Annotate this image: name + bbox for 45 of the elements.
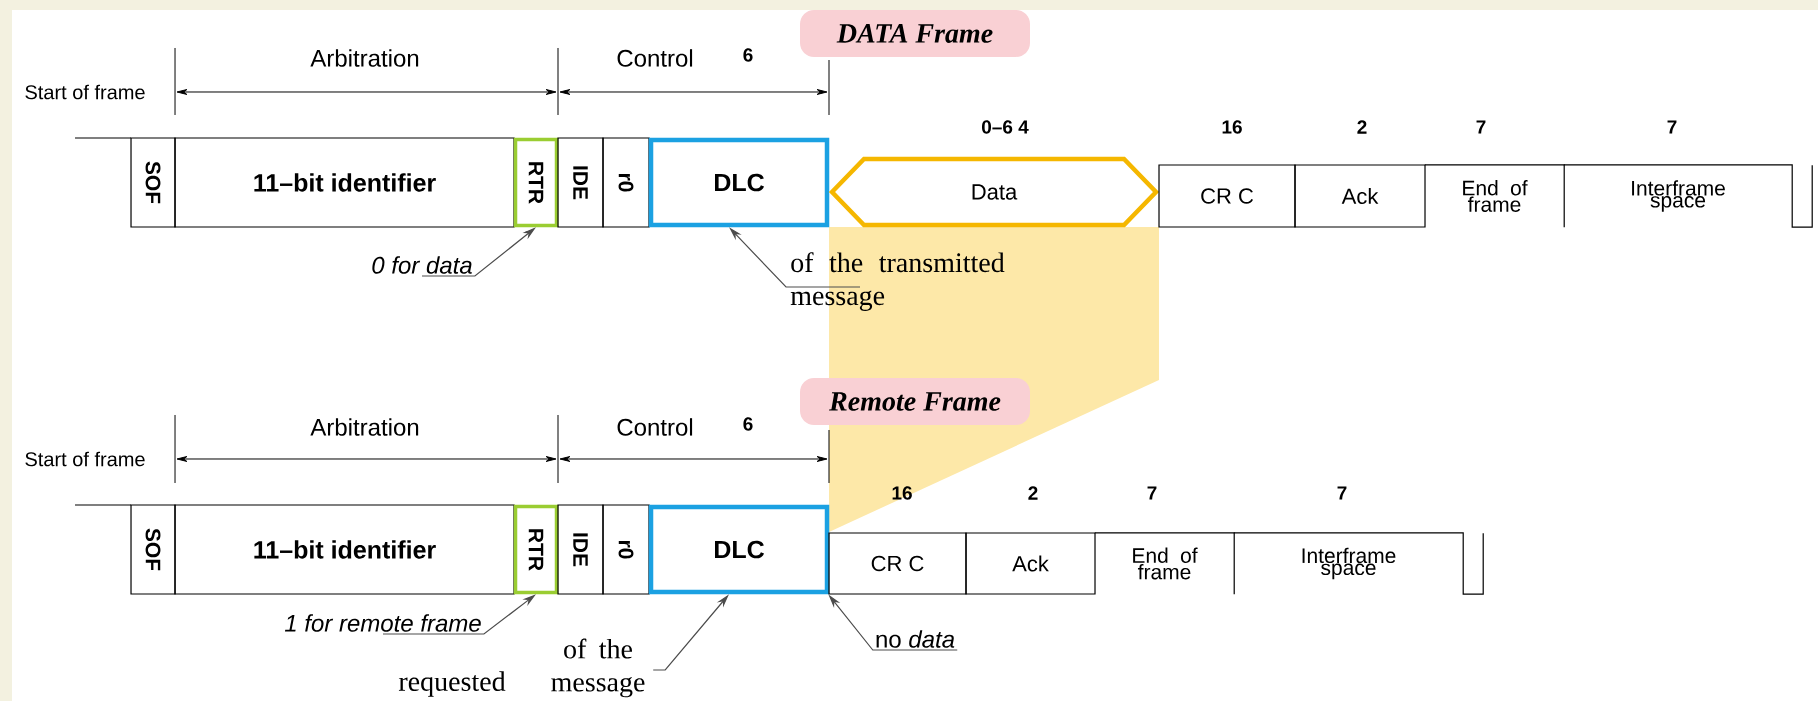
field-box: IDE (557, 137, 604, 228)
field-box: Interframe space (1233, 532, 1484, 595)
frame-title: Remote Frame (800, 378, 1030, 425)
annotation-text: of the transmitted message (790, 252, 1005, 311)
field-box: CR C (1158, 164, 1296, 228)
annotation-text: 1 for remote frame (284, 614, 481, 632)
dlc-box: DLC (648, 137, 830, 228)
annotation-text: 0 for data (372, 256, 472, 274)
bit-count: 7 (1147, 486, 1157, 500)
bit-count: 6 (743, 417, 753, 431)
field-box: SOF (130, 504, 176, 595)
dlc-box: DLC (648, 504, 830, 595)
annotation-text: requested (398, 671, 506, 697)
field-box: End of frame (1094, 532, 1235, 595)
annotation-text: of the message (551, 638, 645, 698)
bit-count: 0–6 4 (982, 120, 1029, 134)
dimension-label: Arbitration (310, 418, 419, 436)
field-box: r0 (602, 137, 650, 228)
bit-count: 7 (1337, 486, 1347, 500)
bit-count: 7 (1667, 120, 1677, 134)
bit-count: 16 (892, 486, 912, 500)
field-box: IDE (557, 504, 604, 595)
field-box: Ack (1294, 164, 1426, 228)
identifier-box: 11–bit identifier (174, 504, 515, 595)
dimension-label: Arbitration (310, 49, 419, 67)
identifier-box: 11–bit identifier (174, 137, 515, 228)
field-box: CR C (828, 532, 967, 595)
field-box: SOF (130, 137, 176, 228)
bit-count: 7 (1476, 120, 1486, 134)
rtr-box: RTR (513, 137, 559, 228)
annotation-text: Start of frame (25, 84, 145, 100)
field-box: Interframe space (1563, 164, 1813, 228)
dimension-label: Control (617, 418, 693, 436)
dimension-label: Control (617, 49, 693, 67)
annotation-text: Start of frame (25, 451, 145, 467)
field-box: End of frame (1424, 164, 1565, 228)
bit-count: 6 (743, 48, 753, 62)
rtr-box: RTR (513, 504, 559, 595)
field-box: Ack (965, 532, 1096, 595)
bit-count: 2 (1357, 120, 1367, 134)
annotation-text: no data (876, 630, 955, 648)
field-box: r0 (602, 504, 650, 595)
bit-count: 2 (1028, 486, 1038, 500)
bit-count: 16 (1222, 120, 1242, 134)
frame-title: DATA Frame (800, 10, 1030, 57)
